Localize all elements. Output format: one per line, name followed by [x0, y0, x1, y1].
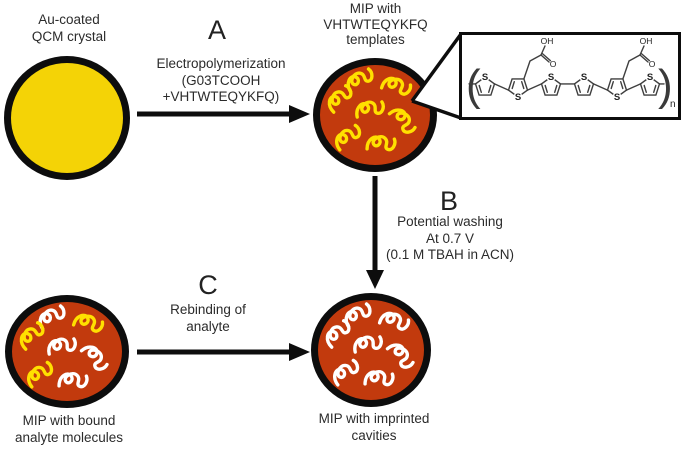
template-molecule-icon — [375, 66, 420, 111]
step-a-line2: (G03TCOOH — [181, 72, 261, 88]
step-a-text: Electropolymerization (G03TCOOH +VHTWTEQ… — [138, 56, 304, 106]
template-molecule-icon — [22, 355, 62, 392]
cavity-squiggle-icon — [35, 300, 73, 334]
mip-cavities-label-line2: cavities — [351, 428, 397, 443]
qcm-label-line2: QCM crystal — [31, 29, 107, 44]
step-a-letter: A — [207, 15, 226, 45]
template-molecule-icon — [13, 315, 56, 356]
step-c-line2: analyte — [186, 318, 230, 334]
mip-bound-label: MIP with bound analyte molecules — [0, 412, 138, 446]
qcm-crystal-circle — [4, 56, 130, 180]
cavity-squiggle-icon — [44, 329, 83, 365]
qcm-label-line1: Au-coated — [38, 12, 100, 27]
step-a-line3: +VHTWTEQYKFQ) — [162, 89, 280, 104]
template-molecule-icon — [343, 63, 381, 97]
o-label-2: O — [649, 59, 656, 69]
mip-templates-label-line1: MIP with — [349, 1, 402, 16]
template-molecule-icon — [361, 124, 404, 165]
cavity-squiggle-icon — [328, 353, 368, 390]
mip-bound-circle — [5, 295, 129, 408]
arrow-a-icon — [137, 105, 310, 123]
mip-templates-circle — [313, 58, 437, 172]
cavity-squiggle-icon — [319, 313, 362, 354]
s-atom-4: S — [581, 72, 587, 83]
cavity-squiggle-icon — [53, 361, 96, 402]
oh-label-2: OH — [640, 36, 653, 46]
s-atom-5: S — [614, 92, 620, 103]
mip-bound-label-line1: MIP with bound — [22, 413, 116, 428]
qcm-crystal-label: Au-coated QCM crystal — [0, 11, 138, 45]
mip-cavities-label: MIP with imprinted cavities — [294, 410, 454, 444]
step-c-line1: Rebinding of — [170, 302, 246, 317]
mip-bound-label-line2: analyte molecules — [14, 430, 124, 445]
step-b-line1: Potential washing — [397, 214, 503, 229]
mip-cavities-label-line1: MIP with imprinted — [318, 411, 430, 426]
step-b-letter: B — [439, 186, 458, 216]
step-c-letter: C — [198, 270, 218, 300]
polymer-structure-box: ( ) n S S — [459, 32, 681, 120]
callout-wedge-icon — [410, 32, 463, 120]
mip-templates-label-line3: templates — [346, 32, 405, 47]
step-b-text: Potential washing At 0.7 V (0.1 M TBAH i… — [360, 214, 540, 264]
oh-label-1: OH — [541, 36, 554, 46]
s-atom-1: S — [482, 72, 488, 83]
s-atom-6: S — [647, 72, 653, 83]
paren-open: ( — [466, 61, 481, 110]
step-b-line2: At 0.7 V — [425, 230, 475, 246]
cavity-squiggle-icon — [350, 327, 389, 363]
mip-cavities-circle — [311, 293, 431, 407]
cavity-squiggle-icon — [75, 339, 114, 381]
mip-templates-label-line2: VHTWTEQYKFQ — [323, 16, 428, 32]
template-molecule-icon — [330, 118, 370, 155]
paren-close: ) — [658, 61, 673, 110]
mip-templates-label: MIP with VHTWTEQYKFQ templates — [298, 1, 453, 48]
template-molecule-icon — [383, 102, 422, 144]
step-a-line1: Electropolymerization — [156, 56, 286, 71]
template-molecule-icon — [321, 78, 364, 119]
subscript-n: n — [670, 99, 676, 110]
s-atom-2: S — [515, 92, 521, 103]
step-b-line3: (0.1 M TBAH in ACN) — [385, 247, 515, 262]
cavity-squiggle-icon — [359, 359, 402, 400]
cavity-squiggle-icon — [373, 301, 418, 346]
polythiophene-structure-icon: ( ) n S S — [466, 36, 676, 110]
arrow-c-icon — [137, 343, 310, 361]
template-molecule-icon — [67, 303, 112, 348]
cavity-squiggle-icon — [381, 337, 420, 379]
s-atom-3: S — [548, 72, 554, 83]
step-c-text: Rebinding of analyte — [138, 302, 278, 335]
template-molecule-icon — [352, 92, 391, 128]
cavity-squiggle-icon — [341, 298, 379, 332]
arrow-b-icon — [366, 176, 384, 289]
o-label-1: O — [550, 59, 557, 69]
